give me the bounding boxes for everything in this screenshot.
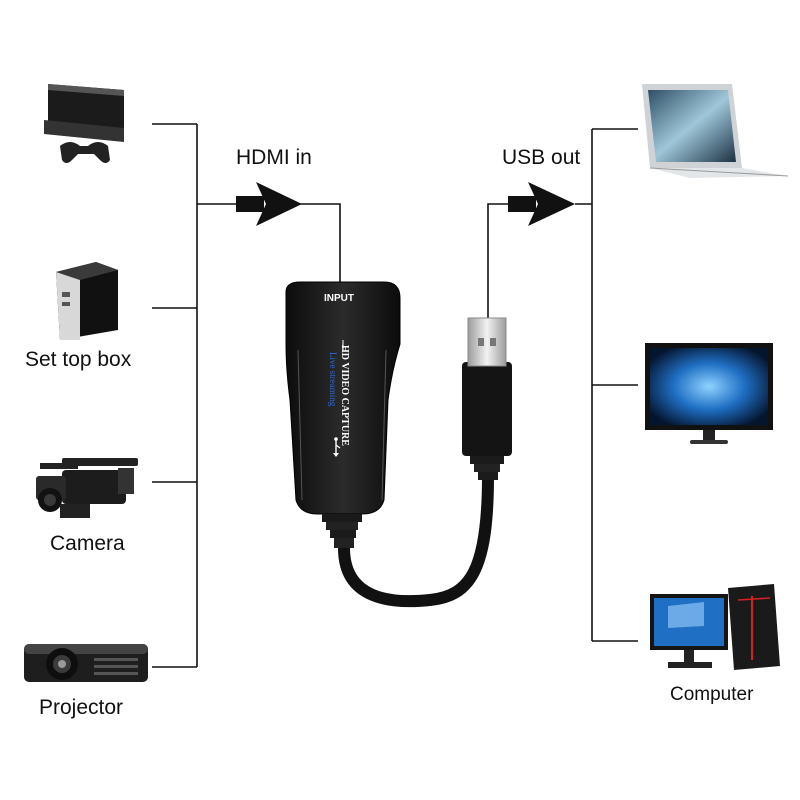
video-camera-icon xyxy=(36,458,138,518)
computer-label: Computer xyxy=(670,684,754,705)
hdmi-line-to-device xyxy=(300,203,341,282)
usb-icon xyxy=(333,437,341,457)
usb-out-label: USB out xyxy=(502,146,581,169)
camera-label: Camera xyxy=(50,532,125,555)
all-in-one-monitor-icon xyxy=(645,343,773,444)
usb-line-from-device xyxy=(487,203,512,318)
set-top-box-label: Set top box xyxy=(25,348,132,371)
set-top-box-icon xyxy=(56,262,118,340)
projector-label: Projector xyxy=(39,696,124,719)
hdmi-in-arrow xyxy=(236,182,302,226)
game-console-icon xyxy=(44,84,124,163)
capture-device: INPUT HD VIDEO CAPTURE Live streaming xyxy=(285,281,512,608)
laptop-icon xyxy=(642,84,789,178)
capture-product-text: HD VIDEO CAPTURE xyxy=(339,345,350,446)
input-connector-lines xyxy=(152,123,341,668)
projector-icon xyxy=(24,644,148,682)
hdmi-in-label: HDMI in xyxy=(236,146,312,169)
usb-out-arrow xyxy=(508,182,575,226)
capture-port-label: INPUT xyxy=(324,293,354,304)
capture-sub-text: Live streaming xyxy=(328,352,338,407)
output-connector-lines xyxy=(487,128,638,642)
desktop-computer-icon xyxy=(650,584,780,670)
